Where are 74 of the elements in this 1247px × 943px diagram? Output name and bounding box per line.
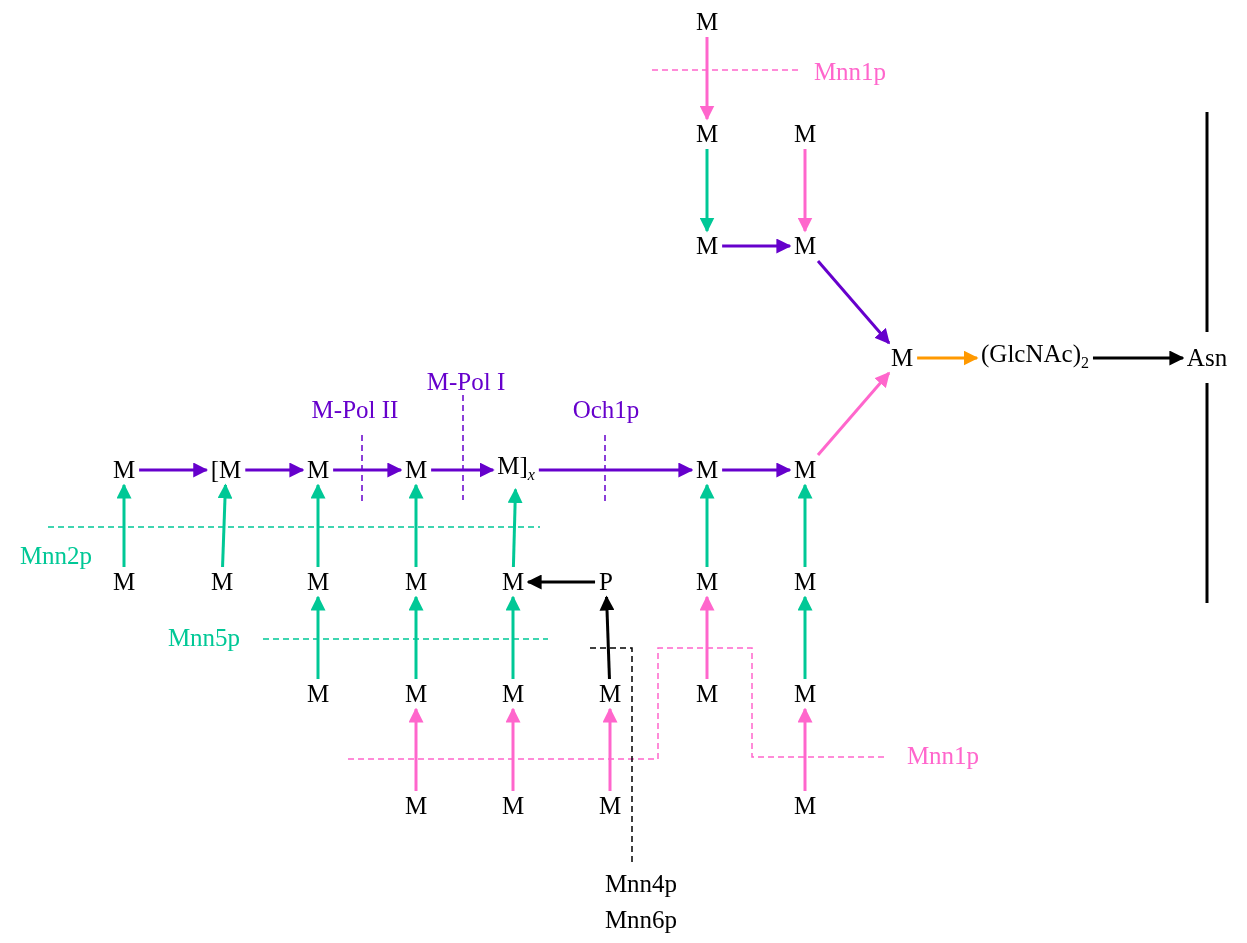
arrow [139, 462, 209, 478]
arrow [699, 483, 715, 567]
arrow [217, 483, 233, 568]
arrow [797, 707, 813, 791]
sugar-residue-label: M [695, 9, 719, 35]
arrow [526, 574, 596, 590]
arrow [699, 149, 715, 233]
sugar-residue-label: M [793, 569, 817, 595]
arrow [116, 483, 132, 567]
enzyme-label: Mnn4p [604, 871, 678, 897]
sugar-residue-label: M [501, 569, 525, 595]
arrow [722, 238, 792, 254]
arrow [797, 483, 813, 567]
sugar-residue-label: P [599, 569, 613, 595]
sugar-residue-label: M [306, 569, 330, 595]
sugar-residue-label: M [598, 681, 622, 707]
arrow [408, 707, 424, 791]
sugar-residue-label: M [404, 457, 428, 483]
arrow [816, 260, 891, 345]
arrow [431, 462, 495, 478]
sugar-residue-label: M [695, 233, 719, 259]
sugar-residue-label: M [112, 457, 136, 483]
arrow [722, 462, 792, 478]
arrow [797, 149, 813, 233]
enzyme-label: Mnn2p [19, 543, 93, 569]
sugar-residue-label: M [501, 681, 525, 707]
sugar-residue-label: M [793, 681, 817, 707]
sugar-residue-label: M [793, 457, 817, 483]
sugar-residue-label: M [306, 457, 330, 483]
sugar-residue-label: M [695, 681, 719, 707]
sugar-residue-label: M [112, 569, 136, 595]
arrow [538, 462, 694, 478]
sugar-residue-label: M [793, 121, 817, 147]
arrow [333, 462, 403, 478]
arrow [599, 595, 615, 680]
enzyme-label: M-Pol II [311, 397, 399, 423]
sugar-residue-label: M [306, 681, 330, 707]
arrow [507, 488, 523, 568]
arrow [699, 595, 715, 679]
enzyme-label: M-Pol I [426, 369, 506, 395]
sugar-residue-label: M [890, 345, 914, 371]
sugar-residue-label: M [695, 457, 719, 483]
sugar-residue-label: M [598, 793, 622, 819]
sugar-residue-label: M [404, 681, 428, 707]
arrow [408, 595, 424, 679]
sugar-residue-label: [M [210, 457, 242, 483]
arrow [602, 707, 618, 791]
arrow [699, 37, 715, 121]
arrow [797, 595, 813, 679]
amino-acid-label: Asn [1186, 345, 1228, 371]
arrow [310, 595, 326, 679]
enzyme-label: Mnn5p [167, 625, 241, 651]
sugar-residue-label: M [404, 793, 428, 819]
sugar-residue-label: M [404, 569, 428, 595]
sugar-residue-label: (GlcNAc)$_{2}$ [981, 340, 1089, 376]
enzyme-label: Mnn1p [813, 59, 887, 85]
arrow [505, 707, 521, 791]
arrow [505, 595, 521, 679]
enzyme-label: Mnn6p [604, 907, 678, 933]
sugar-residue-label: M [501, 793, 525, 819]
sugar-residue-label: M [793, 793, 817, 819]
enzyme-label: Och1p [572, 397, 640, 423]
sugar-residue-label: M [695, 121, 719, 147]
sugar-residue-label: M [793, 233, 817, 259]
sugar-residue-label: M [210, 569, 234, 595]
arrow [816, 371, 891, 456]
arrow [408, 483, 424, 567]
arrow [245, 462, 305, 478]
arrow [1093, 350, 1185, 366]
sugar-residue-label: M]$_{x}$ [497, 452, 535, 488]
sugar-residue-label: M [695, 569, 719, 595]
arrow [310, 483, 326, 567]
enzyme-label: Mnn1p [906, 743, 980, 769]
arrow [917, 350, 979, 366]
